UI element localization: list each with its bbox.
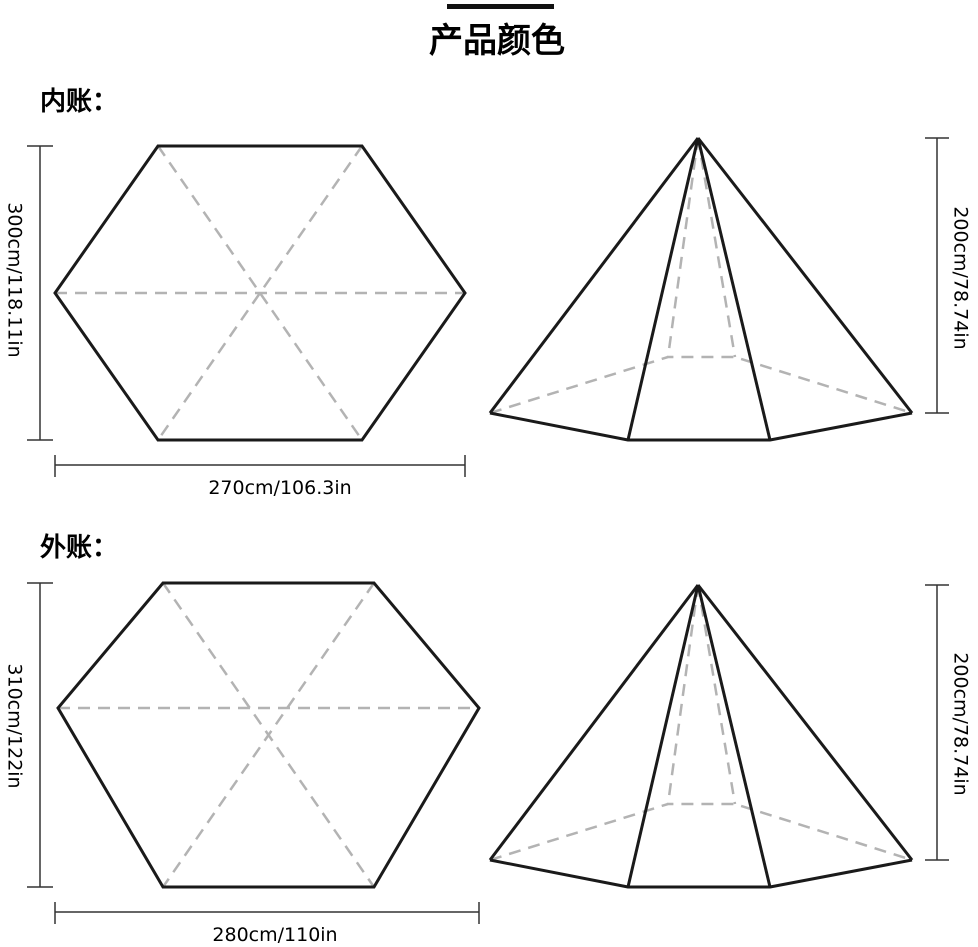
outer-diameter-dimension-line [27,582,53,888]
outer-tent-side-view [488,584,914,889]
outer-height-label: 200cm/78.74in [950,652,972,795]
inner-tent-side-view [488,137,914,442]
outer-tent-top-view [56,581,481,889]
inner-pyramid-hidden-edges [489,137,913,415]
inner-height-label: 200cm/78.74in [950,206,972,349]
outer-height-dimension-line [925,584,949,861]
inner-width-label: 270cm/106.3in [208,477,351,499]
outer-diameter-label: 310cm/122in [4,663,26,788]
inner-hexagon-diagonals [55,145,465,441]
inner-tent-label: 内账： [40,87,118,117]
outer-hexagon-outline [56,581,481,889]
inner-diameter-label: 300cm/118.11in [4,202,26,357]
outer-pyramid-visible-edges [488,584,914,889]
title-bar-decoration [447,4,554,9]
inner-tent-top-view [53,144,467,442]
inner-diameter-dimension-line [27,145,53,441]
outer-width-label: 280cm/110in [212,924,337,946]
inner-hexagon-outline [53,144,467,442]
page-title: 产品颜色 [429,21,565,61]
outer-width-dimension-line [54,902,480,924]
inner-height-dimension-line [925,137,949,414]
inner-width-dimension-line [54,455,466,477]
outer-hexagon-diagonals [58,582,479,888]
inner-pyramid-visible-edges [488,137,914,442]
outer-pyramid-hidden-edges [489,584,913,862]
outer-tent-label: 外账： [40,533,118,563]
